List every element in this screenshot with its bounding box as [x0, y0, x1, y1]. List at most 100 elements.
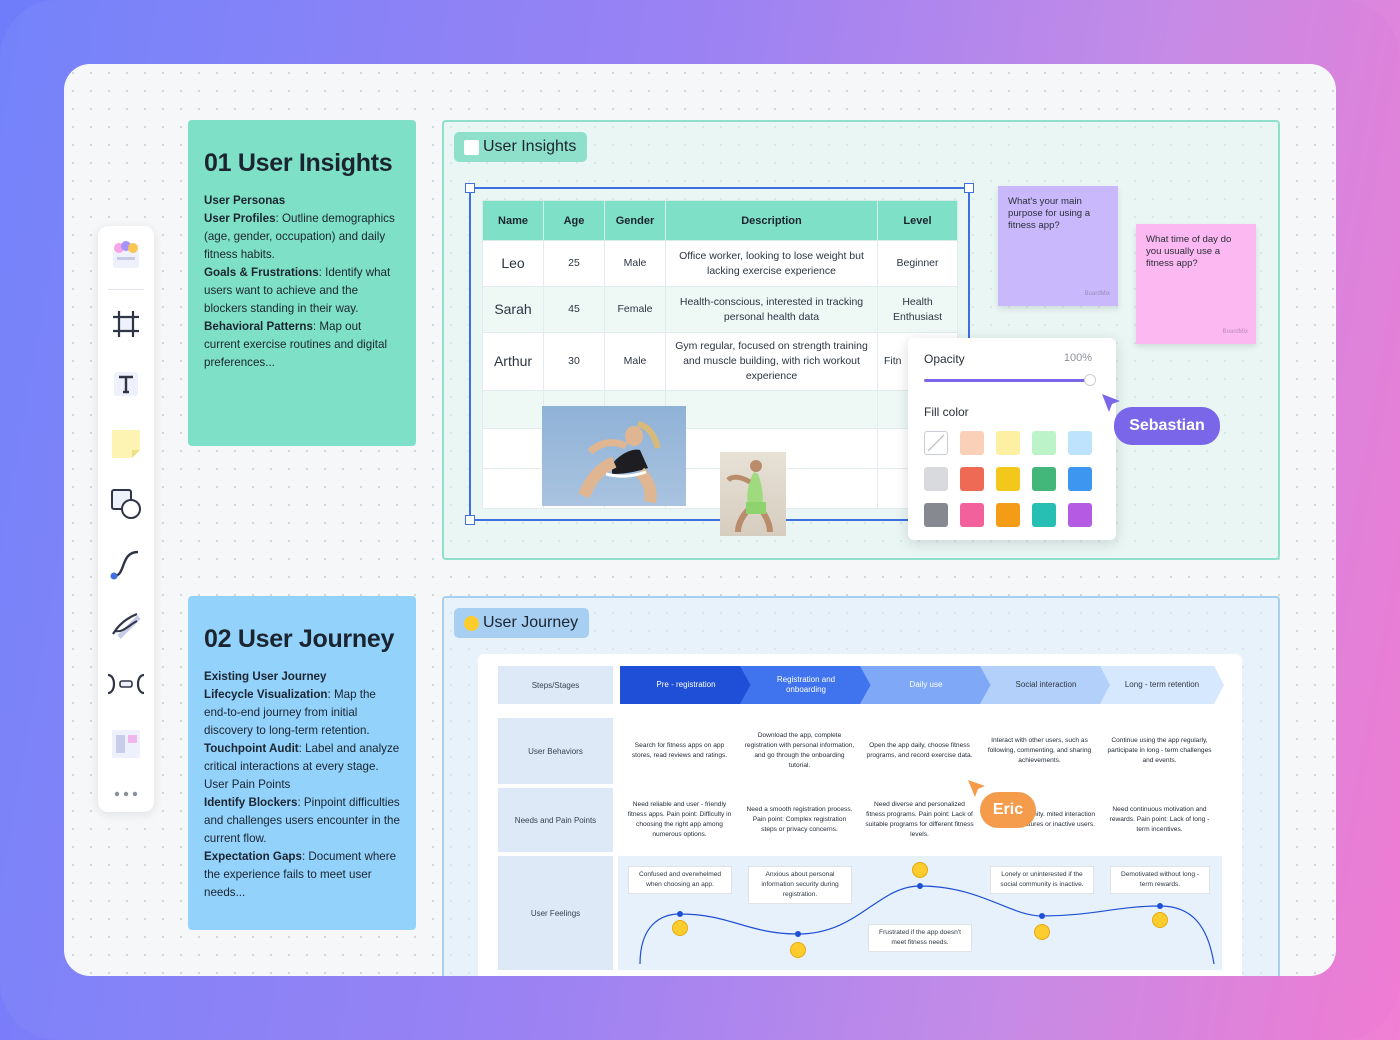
table-icon: [112, 730, 140, 758]
woman-stretching-image: [578, 421, 661, 504]
row-header: User Behaviors: [498, 718, 613, 784]
needs-cell: Need a smooth registration process. Pain…: [740, 788, 859, 852]
excited-face-icon: [672, 920, 688, 936]
left-toolbar: [98, 226, 154, 812]
card-line: Behavioral Patterns: Map out current exe…: [204, 320, 388, 369]
color-swatch[interactable]: [996, 467, 1020, 491]
feeling-note: Lonely or uninterested if the social com…: [990, 866, 1094, 894]
color-swatch[interactable]: [996, 431, 1020, 455]
frame-icon: [464, 139, 479, 155]
card-title: 01 User Insights: [204, 149, 393, 177]
mind-map-icon: [107, 673, 145, 695]
feeling-note: Anxious about personal information secur…: [748, 866, 852, 904]
slight-smile-icon: [1152, 912, 1168, 928]
collaborator-cursor-sebastian: Sebastian: [1114, 407, 1220, 445]
feeling-note: Demotivated without long - term rewards.: [1110, 866, 1210, 894]
color-swatch[interactable]: [960, 503, 984, 527]
whiteboard-canvas[interactable]: 01 User Insights User Personas User Prof…: [64, 64, 1336, 976]
pen-icon: [112, 612, 141, 639]
color-swatch[interactable]: [1068, 467, 1092, 491]
frame-tag-label: User Insights: [483, 138, 577, 155]
color-swatch[interactable]: [960, 467, 984, 491]
behavior-cell: Interact with other users, such as follo…: [980, 718, 1099, 784]
user-journey-card[interactable]: 02 User Journey Existing User Journey Li…: [188, 596, 416, 930]
color-swatch[interactable]: [1032, 467, 1056, 491]
opacity-label: Opacity: [924, 352, 965, 366]
thinking-face-icon: [464, 615, 479, 631]
sticky-note[interactable]: What time of day do you usually use a fi…: [1136, 224, 1256, 344]
card-line: Existing User Journey: [204, 670, 327, 683]
color-swatch[interactable]: [960, 431, 984, 455]
shape-icon: [111, 489, 141, 519]
card-line: Lifecycle Visualization: Map the end-to-…: [204, 688, 376, 737]
color-swatch[interactable]: [924, 467, 948, 491]
frame-tag[interactable]: User Insights: [454, 132, 588, 162]
cursor-arrow-icon: [968, 780, 985, 797]
text-tool[interactable]: [106, 364, 146, 404]
fitness-photo-man[interactable]: [720, 452, 786, 536]
feeling-note: Confused and overwhelmed when choosing a…: [628, 866, 732, 894]
frowning-face-icon: [790, 942, 806, 958]
behavior-cell: Search for fitness apps on app stores, r…: [620, 718, 739, 784]
templates-icon: [113, 241, 139, 268]
table-tool[interactable]: [106, 724, 146, 764]
needs-cell: Need reliable and user - friendly fitnes…: [620, 788, 739, 852]
color-swatch[interactable]: [1032, 503, 1056, 527]
needs-cell: Need diverse and personalized fitness pr…: [860, 788, 979, 852]
color-swatch[interactable]: [1032, 431, 1056, 455]
opacity-slider-track[interactable]: [924, 379, 1092, 382]
card-line: User Profiles: Outline demographics (age…: [204, 212, 395, 261]
card-line: Expectation Gaps: Document where the exp…: [204, 850, 397, 899]
feeling-note: Frustrated if the app doesn't meet fitne…: [868, 924, 972, 952]
more-tools-button[interactable]: [106, 774, 146, 814]
journey-stage[interactable]: Social interaction: [980, 666, 1112, 704]
color-swatch[interactable]: [924, 503, 948, 527]
user-insights-card[interactable]: 01 User Insights User Personas User Prof…: [188, 120, 416, 446]
color-swatch[interactable]: [996, 503, 1020, 527]
connector-tool[interactable]: [106, 544, 146, 584]
mind-map-tool[interactable]: [106, 664, 146, 704]
templates-tool[interactable]: [106, 234, 146, 274]
behavior-cell: Open the app daily, choose fitness progr…: [860, 718, 979, 784]
color-swatch[interactable]: [1068, 431, 1092, 455]
text-icon: [114, 372, 138, 396]
row-header: User Feelings: [498, 856, 613, 970]
column-header: Description: [665, 200, 878, 241]
sticky-note-icon: [112, 430, 140, 458]
journey-map[interactable]: Steps/Stages User Behaviors Needs and Pa…: [478, 654, 1242, 976]
sticky-note-tool[interactable]: [106, 424, 146, 464]
sticky-note[interactable]: What's your main purpose for using a fit…: [998, 186, 1118, 306]
card-title: 02 User Journey: [204, 625, 395, 653]
fitness-photo-woman[interactable]: [542, 406, 686, 506]
pen-tool[interactable]: [106, 604, 146, 644]
color-swatch[interactable]: [1068, 503, 1092, 527]
table-row[interactable]: Sarah 45 Female Health-conscious, intere…: [482, 286, 958, 333]
frame-tool[interactable]: [106, 304, 146, 344]
behavior-cell: Continue using the app regularly, partic…: [1100, 718, 1219, 784]
collaborator-cursor-eric: Eric: [980, 792, 1036, 828]
journey-stage[interactable]: Registration and onboarding: [740, 666, 872, 704]
journey-stage[interactable]: Long - term retention: [1100, 666, 1224, 704]
frame-tag[interactable]: User Journey: [454, 608, 590, 638]
card-line: User Personas: [204, 194, 286, 207]
screaming-face-icon: [1034, 924, 1050, 940]
fill-color-label: Fill color: [924, 405, 969, 419]
swatch-transparent[interactable]: [924, 431, 948, 455]
resize-handle[interactable]: [465, 183, 475, 193]
column-header: Level: [877, 200, 958, 241]
shape-tool[interactable]: [106, 484, 146, 524]
no-fill-icon: [927, 434, 945, 452]
emotion-curve: [639, 883, 1215, 965]
cursor-arrow-icon: [1102, 394, 1120, 412]
journey-stage[interactable]: Daily use: [860, 666, 992, 704]
more-icon: [114, 791, 138, 797]
opacity-value: 100%: [1063, 352, 1092, 364]
frame-tag-label: User Journey: [483, 614, 579, 631]
journey-stage[interactable]: Pre - registration: [620, 666, 752, 704]
opacity-slider-handle[interactable]: [1084, 374, 1096, 386]
card-line: Identify Blockers: Pinpoint difficulties…: [204, 796, 400, 845]
resize-handle[interactable]: [964, 183, 974, 193]
resize-handle[interactable]: [465, 515, 475, 525]
toolbar-divider: [108, 289, 144, 290]
